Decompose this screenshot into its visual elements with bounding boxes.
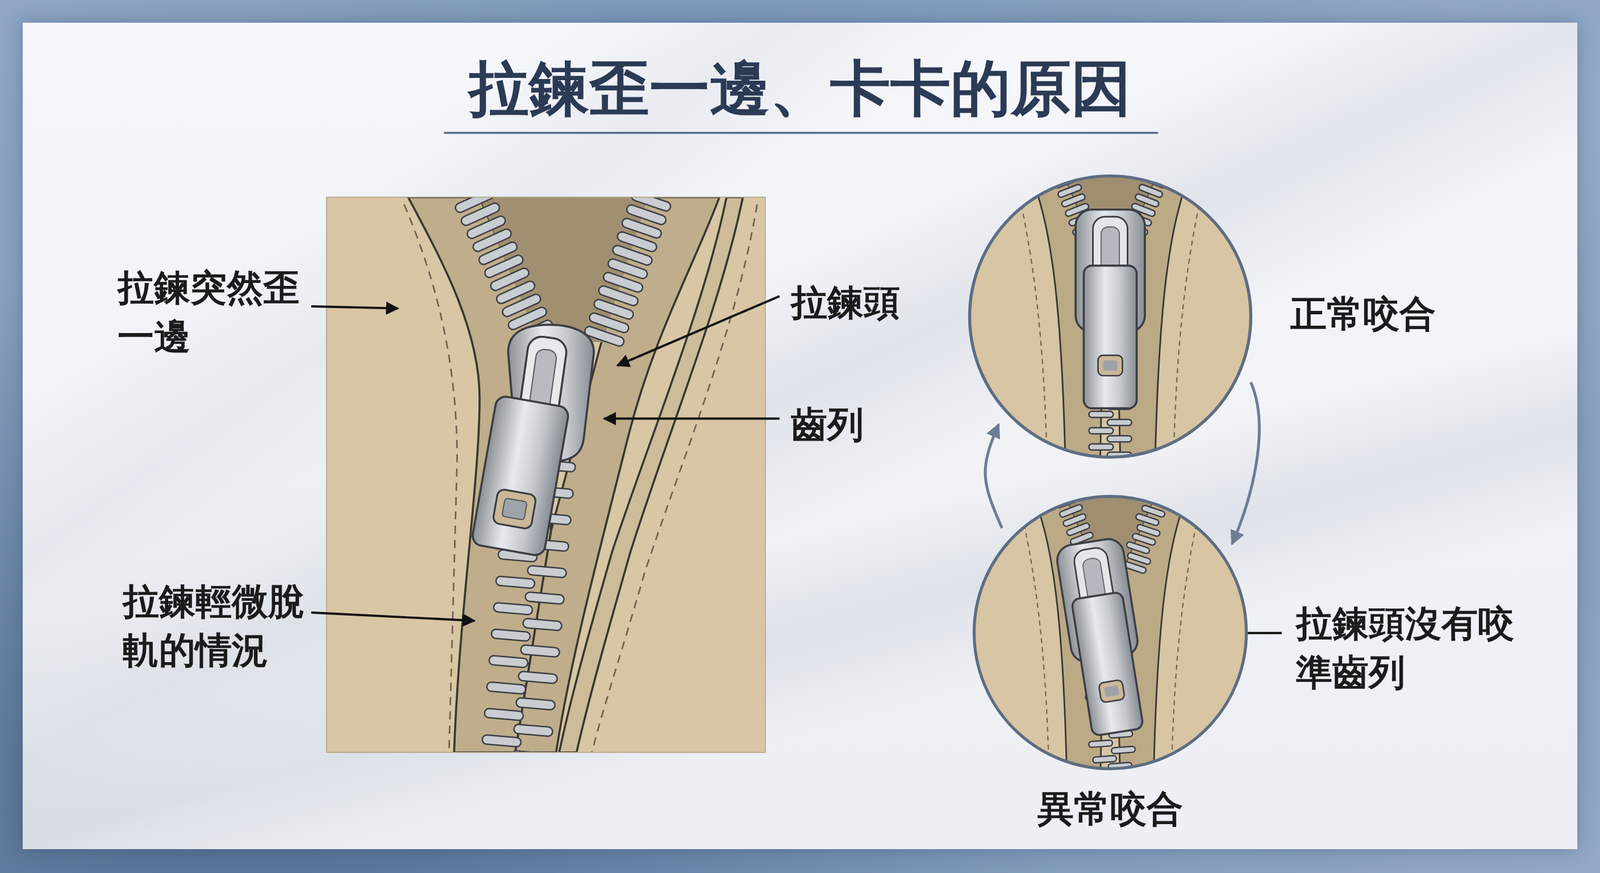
zipper-tooth	[1088, 443, 1114, 450]
tab-hole	[1097, 355, 1123, 376]
stitch-line	[592, 203, 758, 752]
tab-hole	[492, 488, 537, 530]
zipper-tooth	[486, 681, 526, 695]
zipper-closeup	[326, 197, 766, 753]
stitch-line	[1173, 173, 1207, 460]
zipper-tooth	[1050, 173, 1075, 179]
zipper-tooth	[1051, 494, 1077, 500]
teeth	[1051, 494, 1170, 771]
closeup-art	[967, 173, 1253, 460]
zipper-tooth	[527, 565, 567, 578]
title: 拉鍊歪一邊、卡卡的原因	[0, 52, 1600, 125]
zipper-tooth	[1088, 427, 1114, 434]
fabric-fold	[559, 197, 743, 753]
cycle-arrow	[985, 424, 1002, 528]
zipper-tooth	[490, 628, 531, 641]
leader-line	[603, 417, 780, 420]
zipper-tooth	[481, 734, 522, 748]
tab	[1083, 265, 1137, 408]
circle-outline	[969, 176, 1252, 458]
circle-shape	[967, 173, 1253, 460]
tab-bar	[1102, 360, 1118, 371]
circle-caption: 正常咬合	[1290, 289, 1436, 339]
zipper-tooth	[1107, 419, 1132, 426]
cycle-arrow	[1231, 381, 1260, 544]
tab-hole	[1098, 679, 1125, 703]
zipper-tooth	[525, 591, 565, 604]
zipper-tooth	[1092, 755, 1117, 763]
leader-line	[311, 306, 399, 309]
zipper-tooth	[515, 697, 556, 710]
circle-caption: 異常咬合	[1037, 784, 1183, 833]
callout-label: 齒列	[790, 400, 864, 449]
slider	[471, 324, 594, 557]
leader-line	[311, 612, 475, 621]
teeth	[1050, 173, 1172, 460]
stitch-line	[1016, 494, 1049, 771]
circle-outline	[973, 496, 1247, 769]
title-underline	[443, 131, 1158, 135]
slider	[1075, 209, 1145, 409]
zipper-tooth	[488, 655, 528, 668]
zipper-tooth	[1088, 739, 1113, 748]
callout-label: 拉鍊頭	[790, 277, 900, 327]
zipper-tooth	[1088, 411, 1114, 418]
zipper-tooth	[495, 575, 535, 589]
circle-shape	[972, 494, 1249, 771]
fabric	[967, 173, 1253, 460]
callout-label: 拉鍊突然歪 一邊	[117, 263, 315, 362]
tab-bar	[501, 497, 528, 520]
closeup-circle: 異常咬合	[972, 494, 1249, 771]
tab	[1071, 591, 1144, 736]
zipper-tooth	[522, 618, 562, 631]
closeup-frame	[326, 197, 766, 753]
zipper-tooth	[518, 671, 558, 684]
leader-line	[617, 296, 781, 366]
closeup-circle: 正常咬合	[967, 173, 1253, 460]
fabric	[326, 197, 766, 753]
callout-label: 拉鍊輕微脫 軌的情況	[122, 576, 320, 675]
zipper-tooth	[1144, 494, 1169, 498]
zipper-tooth	[1145, 173, 1171, 179]
slider	[1055, 536, 1152, 738]
stitch-line	[403, 203, 457, 752]
zipper-tooth	[520, 644, 560, 657]
zipper-tooth	[1107, 435, 1132, 443]
stitch-line	[1171, 494, 1204, 771]
zipper-tooth	[1111, 746, 1136, 754]
closeup-art	[972, 494, 1249, 771]
zipper-tooth	[493, 602, 533, 615]
pull-tab	[471, 394, 570, 557]
teeth	[453, 197, 672, 753]
zipper-tooth	[484, 707, 524, 721]
tab	[471, 394, 570, 557]
callout-label: 拉鍊頭沒有咬 準齒列	[1296, 598, 1529, 698]
stitch-line	[1013, 173, 1048, 460]
zipper-tooth	[513, 723, 553, 737]
tab-bar	[1103, 685, 1120, 698]
